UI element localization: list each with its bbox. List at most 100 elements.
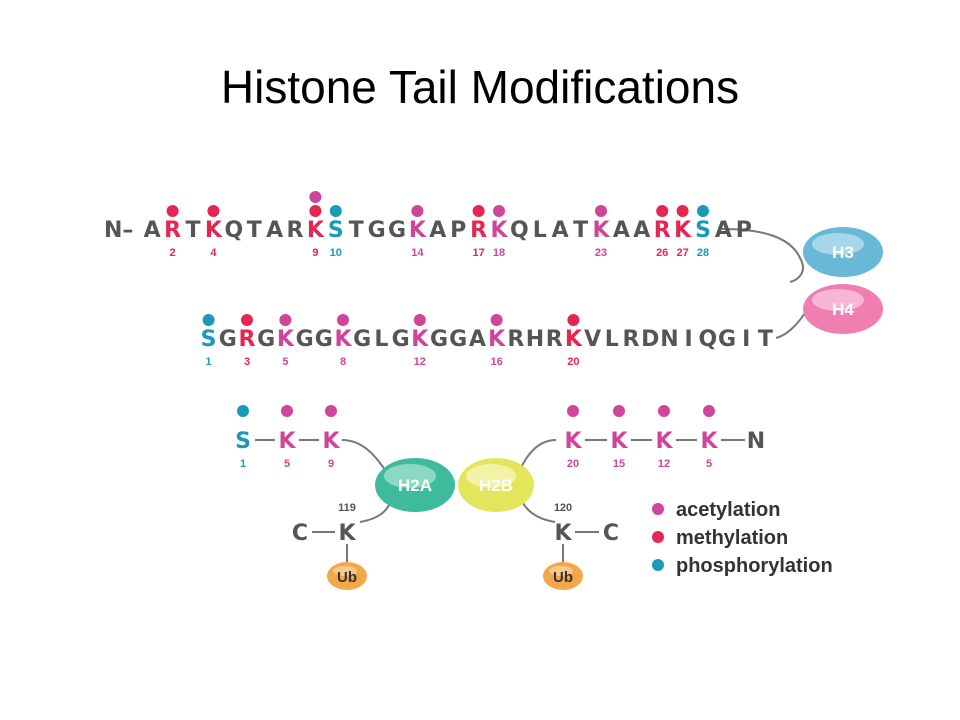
acetylation-mark: [703, 405, 715, 417]
h3-residue: A: [429, 218, 446, 243]
methylation-mark: [656, 205, 669, 217]
ubiquitin-label: Ub: [337, 569, 357, 586]
phosphorylation-mark: [329, 205, 342, 217]
h4-residue: G: [315, 327, 333, 352]
h3-residue-number: 14: [411, 247, 424, 259]
h4-residue: G: [219, 327, 237, 352]
h3-residue-number: 9: [312, 247, 318, 259]
acetylation-mark: [613, 405, 625, 417]
h2b-ub-residue-number: 120: [554, 502, 572, 514]
h4-residue: R: [546, 327, 563, 352]
h3-residue: A: [266, 218, 283, 243]
h4-residue: K: [277, 327, 295, 352]
acetylation-mark: [490, 314, 503, 326]
h3-residue: P: [450, 218, 466, 243]
h3-residue: A: [144, 218, 161, 243]
h3-residue: T: [185, 218, 200, 243]
h3-residue: G: [368, 218, 386, 243]
h3-n-terminus: N–: [104, 218, 133, 243]
legend-acetylation-label: acetylation: [676, 499, 780, 521]
h2b-residue-number: 20: [567, 458, 579, 470]
h4-residue: G: [430, 327, 448, 352]
h4-residue-number: 3: [244, 356, 250, 368]
h2b-residue: K: [610, 429, 628, 454]
ubiquitin-highlight: [549, 566, 573, 576]
h2b-ub-residue: K: [554, 521, 572, 546]
acetylation-mark: [337, 314, 349, 326]
h4-residue: G: [296, 327, 314, 352]
h2b-tail-connector: [519, 439, 557, 471]
acetylation-mark: [325, 405, 337, 417]
h4-residue-number: 16: [490, 356, 502, 368]
acetylation-mark: [658, 405, 670, 417]
acetylation-mark: [281, 405, 293, 417]
h2b-residue-number: 15: [613, 458, 625, 470]
h3-residue: T: [573, 218, 588, 243]
methylation-mark: [241, 314, 253, 326]
h3-residue: Q: [224, 218, 243, 243]
h4-residue: I: [685, 327, 693, 352]
methylation-mark: [309, 205, 322, 217]
h4-residue: S: [201, 327, 217, 352]
methylation-mark: [567, 314, 580, 326]
h2b-residue-number: 5: [706, 458, 712, 470]
h3-residue: A: [552, 218, 569, 243]
h3-residue-number: 10: [330, 247, 342, 259]
h3-residue-number: 18: [493, 247, 505, 259]
h2a-residue: K: [322, 429, 340, 454]
h3-residue: R: [654, 218, 671, 243]
h2b-ctail-connector: [522, 502, 556, 523]
h3-residue-number: 23: [595, 247, 607, 259]
phosphorylation-mark: [237, 405, 249, 417]
acetylation-mark: [493, 205, 505, 217]
acetylation-mark: [567, 405, 579, 417]
h3-residue: K: [307, 218, 325, 243]
h3-residue: K: [592, 218, 610, 243]
h4-residue: G: [353, 327, 371, 352]
h4-residue: K: [565, 327, 583, 352]
phosphorylation-mark: [697, 205, 709, 217]
h4-residue: K: [488, 327, 506, 352]
legend-methylation-label: methylation: [676, 527, 788, 549]
h2a-core: H2A: [375, 458, 455, 512]
methylation-mark: [472, 205, 485, 217]
h3-residue: R: [470, 218, 487, 243]
h3-residue-number: 17: [472, 247, 484, 259]
h4-residue: N: [660, 327, 678, 352]
h3-tail-connector: [721, 228, 804, 283]
h3-core: H3: [803, 227, 883, 277]
legend-methylation-dot: [652, 531, 664, 543]
h2b-n-terminus: N: [747, 429, 765, 454]
h3-residue: S: [695, 218, 711, 243]
acetylation-mark: [279, 314, 292, 326]
ubiquitin-highlight: [333, 566, 357, 576]
h3-residue-number: 27: [676, 247, 688, 259]
h3-residue: A: [633, 218, 650, 243]
acetylation-mark: [595, 205, 607, 217]
ubiquitin-label: Ub: [553, 569, 573, 586]
h3-residue: K: [409, 218, 427, 243]
acetylation-mark: [309, 191, 322, 203]
h4-residue: R: [239, 327, 256, 352]
h3-residue-number: 26: [656, 247, 668, 259]
h4-residue: A: [469, 327, 486, 352]
h3-residue: K: [490, 218, 508, 243]
h2a-residue: K: [278, 429, 296, 454]
h4-residue: G: [718, 327, 736, 352]
h4-residue: G: [449, 327, 467, 352]
phosphorylation-mark: [202, 314, 215, 326]
legend-phosphorylation-dot: [652, 559, 664, 571]
h2b-residue: K: [564, 429, 582, 454]
h2b-core: H2B: [458, 458, 534, 512]
h4-residue: H: [526, 327, 544, 352]
h2a-ub-residue-number: 119: [338, 502, 356, 514]
h4-residue: D: [641, 327, 659, 352]
h4-residue: I: [742, 327, 750, 352]
h3-residue: A: [715, 218, 732, 243]
methylation-mark: [166, 205, 179, 217]
